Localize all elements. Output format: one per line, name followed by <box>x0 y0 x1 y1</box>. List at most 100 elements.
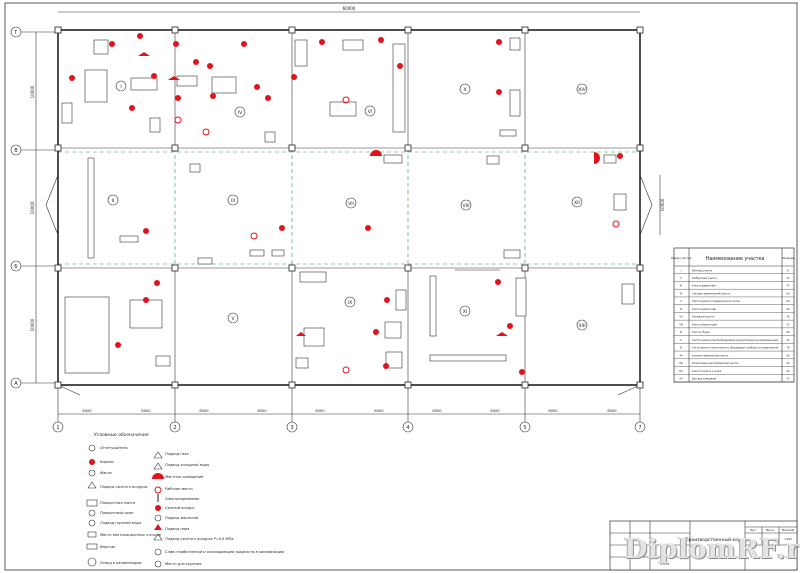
zone-label: X <box>463 87 466 93</box>
span-dim: 6000 <box>199 409 209 413</box>
table-cell-number: III <box>680 285 682 288</box>
col-label: 2 <box>173 425 176 431</box>
equipment-outlines <box>61 37 635 374</box>
table-cell-number: VIII <box>679 323 683 326</box>
table-cell-number: XV <box>679 378 683 381</box>
table-cell-area: 76 <box>786 347 790 350</box>
legend-item: Верстак <box>100 545 116 549</box>
table-cell-name: Разборочный участок <box>692 277 718 280</box>
row-axis-markers: Г В Б А <box>10 26 55 389</box>
span-dim: 6000 <box>82 409 92 413</box>
table-cell-name: Кузнечно-термический участок <box>692 354 729 357</box>
table-cell-number: XI <box>680 347 683 350</box>
zone-label: XI <box>463 309 467 315</box>
table-cell-name: Моечный участок <box>692 269 713 272</box>
col-label: 5 <box>523 425 526 431</box>
legend-item: Сжатый воздух <box>165 506 195 510</box>
table-col-number: Номер участка <box>671 256 692 260</box>
table-cell-name: Топливный участок <box>692 316 715 319</box>
table-cell-name: Участок ремонта гидравлических систем <box>692 300 740 303</box>
legend-item: Рабочее место <box>165 487 193 491</box>
span-dim: 6000 <box>607 409 617 413</box>
table-cell-name: Слесарно-механический участок <box>692 292 731 295</box>
zone-label: IX <box>348 300 352 306</box>
span-dim: 6000 <box>374 409 384 413</box>
span-dimensions: 6000 6000 6000 6000 6000 6000 6000 6000 … <box>82 409 617 413</box>
col-label: 1 <box>56 425 59 431</box>
legend-item: Подвод холодной воды <box>165 463 209 467</box>
stamp-caption: Производственный корпус <box>685 536 749 543</box>
zone-label: VII <box>348 201 354 207</box>
zone-label: XIV <box>578 87 586 93</box>
table-col-name: Наименование участка <box>706 256 765 262</box>
legend-item: Подвод эмульсии <box>165 516 199 520</box>
table-cell-name: Участок ремонта рам <box>692 323 717 326</box>
legend-item: Поворотный кран <box>100 511 134 515</box>
legend-item: Подвод сжатого воздуха Р=0,6 МПа <box>165 537 234 541</box>
table-cell-number: VI <box>680 308 683 311</box>
table-cell-area: 57 <box>786 323 790 326</box>
span-dim: 6000 <box>257 409 267 413</box>
legend-item: Место для курения <box>165 562 202 566</box>
span-dim: 6000 <box>548 409 558 413</box>
zone-labels: I II III IV V VI VII VIII IX X XI XII XI… <box>107 80 588 331</box>
legend-item: Подвод сжатого воздуха <box>100 485 147 489</box>
legend-item: Поворотная плита <box>100 501 135 505</box>
span-dim: 6000 <box>490 409 500 413</box>
zone-label: I <box>120 84 121 90</box>
legend-item: Местное освещение <box>165 475 204 479</box>
table-cell-number: X <box>680 339 682 342</box>
stamp-cell: Масштаб <box>782 528 795 532</box>
table-cell-area: 62 <box>786 362 790 365</box>
table-cell-area: 60 <box>786 292 790 295</box>
zone-label: XII <box>574 200 580 206</box>
legend-item: Подвод пара <box>165 527 189 531</box>
building-walls <box>45 29 653 396</box>
table-cell-number: II <box>680 277 682 280</box>
span-dim: 6000 <box>315 409 325 413</box>
table-cell-name: Участок ремонта двс <box>692 308 717 311</box>
col-label: 3 <box>290 425 293 431</box>
table-cell-area: 57 <box>786 277 790 280</box>
right-dim: 10000 <box>660 198 665 211</box>
table-cell-number: V <box>680 300 682 303</box>
span-dim: 6000 <box>432 409 442 413</box>
table-cell-number: XIII <box>679 362 683 365</box>
legend-item: Подвод горячей воды <box>100 521 141 525</box>
zone-label: II <box>112 198 115 204</box>
table-cell-area: 57 <box>786 269 790 272</box>
column-axis-markers: 1 2 3 4 5 7 <box>52 388 646 433</box>
left-dim: 10000 <box>30 318 35 331</box>
stamp-cell: Лист <box>750 528 757 532</box>
table-cell-name: Испытательно-регулировочный участок <box>692 362 739 365</box>
table-cell-area: 60 <box>786 300 790 303</box>
row-label: Г <box>14 30 17 36</box>
table-cell-number: XII <box>679 354 682 357</box>
table-cell-number: IX <box>680 331 683 334</box>
zone-label: III <box>231 198 235 204</box>
axis-grid <box>58 148 640 268</box>
left-dim: 10000 <box>30 85 35 98</box>
row-label: А <box>14 381 18 387</box>
table-cell-area: 76 <box>786 339 790 342</box>
table-cell-name: Участок ремонта электрооборудования, акк… <box>692 339 779 342</box>
left-dimensions: 10000 10000 10000 10000 <box>30 32 665 383</box>
legend-item: Кирпич <box>100 460 114 464</box>
legend-item: Подвод газа <box>165 452 189 456</box>
title-block: Производственный корпус Лист Масса Масшт… <box>609 520 798 571</box>
table-cell-number: XIV <box>679 370 683 373</box>
stamp-cell: Масса <box>766 528 775 532</box>
building-columns <box>54 26 644 389</box>
sheet-frame <box>4 2 798 571</box>
legend-item: Электроприемник <box>164 497 200 501</box>
zone-label: XIII <box>578 323 585 329</box>
legend-item: Слив отработанной и охлаждающей жидкости… <box>165 550 284 554</box>
col-label: 4 <box>406 425 409 431</box>
legend-item: Масло <box>100 471 113 475</box>
table-cell-area: 57 <box>786 378 790 381</box>
overall-dim: 60000 <box>343 6 356 11</box>
left-dim: 10000 <box>30 201 35 214</box>
zone-label: IV <box>238 110 243 116</box>
